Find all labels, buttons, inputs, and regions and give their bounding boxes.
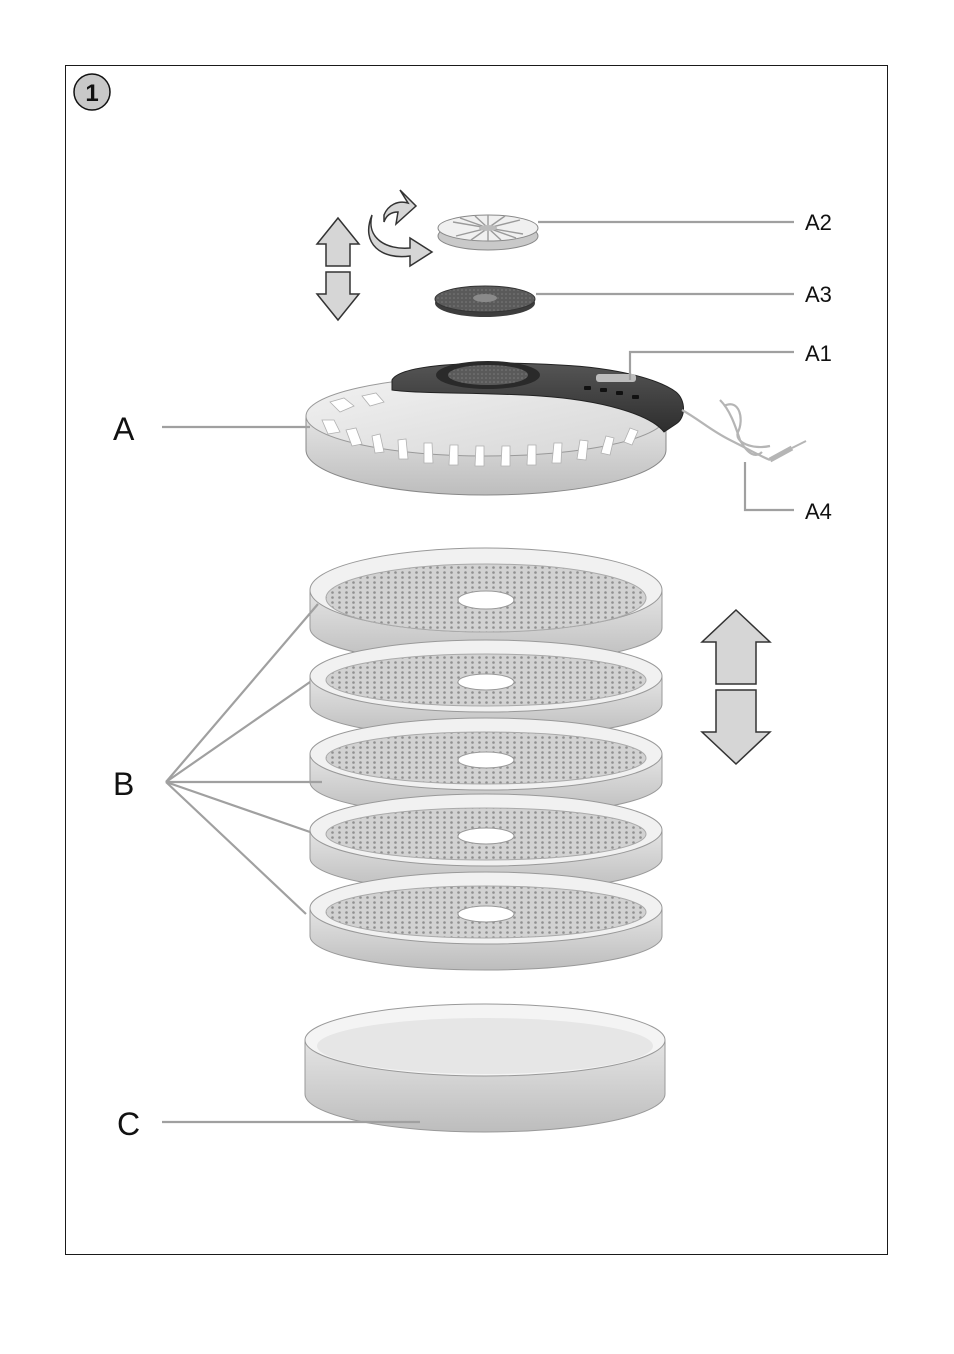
- label-c: C: [117, 1106, 140, 1142]
- arrow-up-icon: [702, 610, 770, 684]
- part-b-trays: [310, 548, 662, 970]
- rotate-arrow-icon: [369, 190, 432, 266]
- arrow-down-icon: [702, 690, 770, 764]
- figure-number-badge: 1: [74, 74, 110, 110]
- label-a4: A4: [805, 499, 832, 524]
- label-a3: A3: [805, 282, 832, 307]
- arrow-up-icon: [317, 218, 359, 266]
- part-a4-power-cord: [682, 400, 806, 460]
- arrow-down-icon: [317, 272, 359, 320]
- tray-5: [310, 872, 662, 970]
- part-a-base-unit: [306, 361, 684, 495]
- up-down-arrows-right: [702, 610, 770, 764]
- part-c-drip-tray: [305, 1004, 665, 1132]
- part-a3-filter: [435, 286, 535, 317]
- label-a: A: [113, 411, 135, 447]
- label-b: B: [113, 766, 134, 802]
- part-a2-cap: [438, 215, 538, 250]
- label-a1: A1: [805, 341, 832, 366]
- figure-number: 1: [85, 80, 98, 107]
- up-down-arrows-top: [317, 218, 359, 320]
- label-a2: A2: [805, 210, 832, 235]
